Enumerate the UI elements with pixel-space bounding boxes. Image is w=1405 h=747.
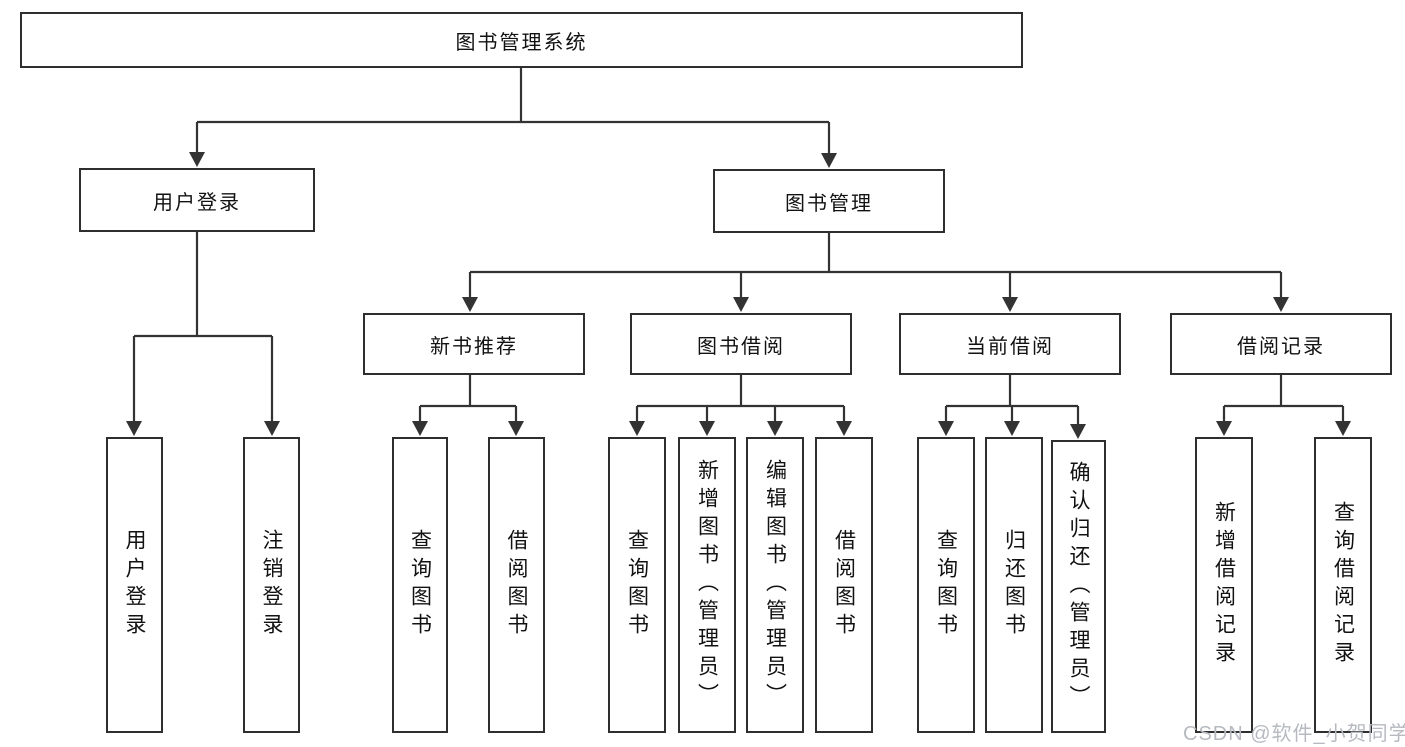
- node-book-borrowing: 图书借阅: [630, 313, 852, 375]
- leaf-edit-book-admin-label: 编辑图书（管理员）: [763, 459, 787, 711]
- leaf-return-book: 归还图书: [985, 437, 1043, 733]
- node-new-book-recommend: 新书推荐: [363, 313, 585, 375]
- connector-segments: [132, 68, 1345, 427]
- leaf-borrow-books-recommend-label: 借阅图书: [505, 529, 528, 641]
- node-book-management: 图书管理: [713, 169, 945, 233]
- leaf-query-books-current-label: 查询图书: [934, 529, 958, 641]
- leaf-add-borrow-record-label: 新增借阅记录: [1212, 501, 1236, 669]
- leaf-edit-book-admin: 编辑图书（管理员）: [746, 437, 804, 733]
- node-book-management-system: 图书管理系统: [20, 12, 1023, 68]
- leaf-borrow-books: 借阅图书: [815, 437, 873, 733]
- leaf-user-login-label: 用户登录: [123, 529, 146, 641]
- leaf-query-books-recommend-label: 查询图书: [408, 529, 432, 641]
- leaf-borrow-books-label: 借阅图书: [832, 529, 856, 641]
- leaf-add-book-admin-label: 新增图书（管理员）: [695, 459, 719, 711]
- leaf-return-book-label: 归还图书: [1002, 529, 1026, 641]
- leaf-query-borrow-record: 查询借阅记录: [1314, 437, 1372, 733]
- leaf-query-books-recommend: 查询图书: [392, 437, 448, 733]
- leaf-logout-label: 注销登录: [260, 529, 283, 641]
- leaf-query-borrow-record-label: 查询借阅记录: [1331, 501, 1355, 669]
- csdn-watermark: CSDN @软件_小贺同学: [1183, 723, 1405, 745]
- node-current-borrowing: 当前借阅: [899, 313, 1121, 375]
- leaf-query-books-borrow: 查询图书: [608, 437, 666, 733]
- arrowheads: [126, 152, 1351, 439]
- leaf-confirm-return-admin-label: 确认归还（管理员）: [1067, 460, 1090, 713]
- node-borrowing-records: 借阅记录: [1170, 313, 1392, 375]
- leaf-borrow-books-recommend: 借阅图书: [488, 437, 545, 733]
- leaf-user-login: 用户登录: [106, 437, 163, 733]
- leaf-confirm-return-admin: 确认归还（管理员）: [1051, 440, 1106, 733]
- leaf-logout: 注销登录: [243, 437, 300, 733]
- leaf-add-book-admin: 新增图书（管理员）: [678, 437, 736, 733]
- node-user-login: 用户登录: [79, 168, 315, 232]
- leaf-add-borrow-record: 新增借阅记录: [1195, 437, 1253, 733]
- leaf-query-books-borrow-label: 查询图书: [625, 529, 649, 641]
- leaf-query-books-current: 查询图书: [917, 437, 975, 733]
